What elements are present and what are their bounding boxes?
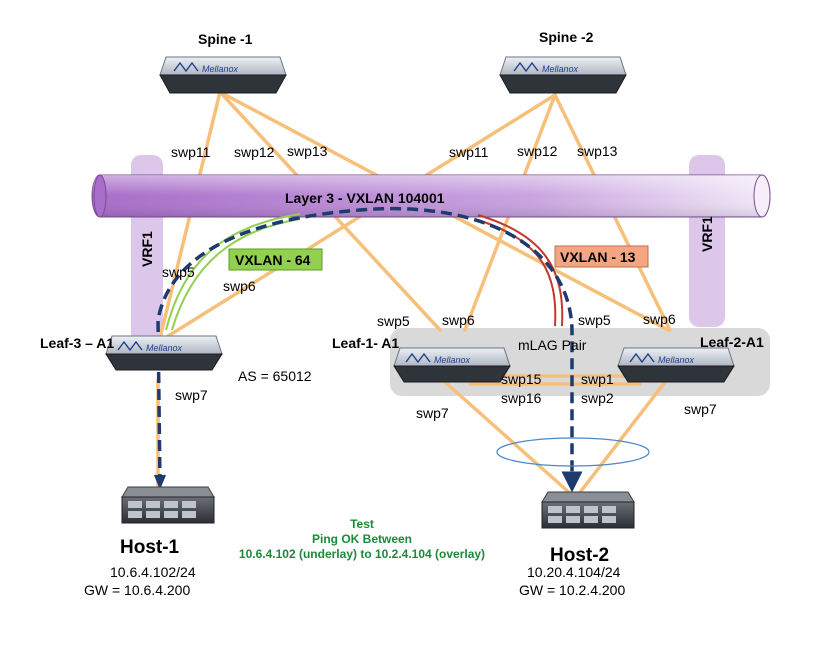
port-label: swp16 [501,390,542,406]
test-note-line-1: Test [350,517,374,531]
vxlan-13-tunnel [477,214,564,327]
port-label: swp13 [287,143,328,159]
port-label: swp5 [578,312,611,328]
host-1-gw: GW = 10.6.4.200 [84,582,190,598]
as-number-label: AS = 65012 [238,368,312,384]
svg-text:Mellanox: Mellanox [658,355,695,365]
port-label: swp1 [581,371,614,387]
host-2-gw: GW = 10.2.4.200 [519,582,625,598]
port-label: swp6 [223,278,256,294]
mlag-pair-label: mLAG Pair [518,337,587,353]
vxlan-64-badge [228,248,323,271]
vxlan-13-label: VXLAN - 13 [560,249,636,265]
layer3-tube [91,174,771,218]
svg-text:Mellanox: Mellanox [146,343,183,353]
host-2-label: Host-2 [550,545,609,566]
spine-2-switch: Mellanox [499,56,627,94]
host-2-server [541,491,635,529]
leaf-1-label: Leaf-1- A1 [332,335,399,351]
vxlan-64-label: VXLAN - 64 [235,252,311,268]
svg-text:Mellanox: Mellanox [542,64,579,74]
spine-2-label: Spine -2 [539,29,594,45]
test-note: Test Ping OK Between 10.6.4.102 (underla… [239,517,485,561]
port-label: swp7 [416,405,449,421]
layer3-vxlan-label: Layer 3 - VXLAN 104001 [285,190,445,206]
port-label: swp7 [684,401,717,417]
vrf-right-label: VRF1 [699,216,715,252]
port-label: swp2 [581,390,614,406]
vrf-left-label: VRF1 [139,231,155,267]
port-labels: swp11 swp12 swp13 swp11 swp12 swp13 swp5… [162,143,717,421]
host-1-server [121,486,215,524]
port-label: swp11 [171,144,211,160]
port-label: swp7 [175,387,208,403]
port-label: swp5 [162,264,195,280]
test-note-line-2: Ping OK Between [312,532,412,546]
port-label: swp6 [442,312,475,328]
ping-path [156,206,583,493]
port-label: swp15 [501,371,542,387]
leaf-3-label: Leaf-3 – A1 [40,335,114,351]
port-label: swp6 [643,311,676,327]
spine-1-switch: Mellanox [159,56,287,94]
test-note-line-3: 10.6.4.102 (underlay) to 10.2.4.104 (ove… [239,547,485,561]
leaf-2-switch: Mellanox [617,347,735,383]
leaf-1-switch: Mellanox [393,347,511,383]
vxlan-13-badge [554,245,649,268]
port-label: swp12 [234,144,275,160]
port-label: swp11 [449,144,489,160]
port-label: swp5 [377,313,410,329]
svg-text:Mellanox: Mellanox [202,64,239,74]
host-1-label: Host-1 [120,537,180,558]
leaf-3-switch: Mellanox [105,335,223,371]
svg-text:Mellanox: Mellanox [434,355,471,365]
spine-1-label: Spine -1 [198,31,253,47]
host-2-ip: 10.20.4.104/24 [527,564,621,580]
port-label: swp12 [517,143,558,159]
port-label: swp13 [577,143,618,159]
mlag-bond-ellipse [496,437,650,467]
leaf-2-label: Leaf-2-A1 [700,334,764,350]
host-1-ip: 10.6.4.102/24 [110,564,196,580]
